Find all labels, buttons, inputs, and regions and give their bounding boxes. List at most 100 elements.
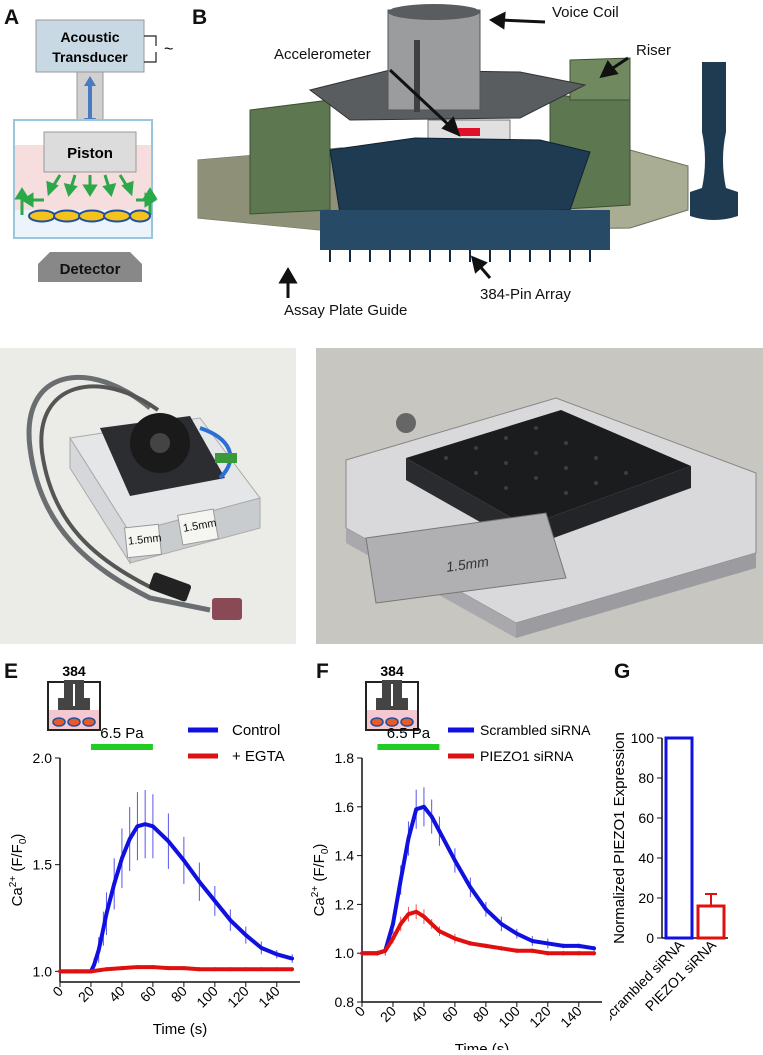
- series-0: [58, 790, 295, 974]
- data-point: [499, 946, 504, 951]
- y-axis-label: Normalized PIEZO1 Expression: [611, 732, 628, 944]
- data-point: [468, 941, 473, 946]
- data-point: [290, 967, 295, 971]
- cad-drawing: [197, 4, 738, 298]
- transducer-label-line1: Acoustic: [60, 29, 119, 45]
- data-point: [453, 936, 457, 941]
- data-point: [274, 952, 279, 957]
- single-pin-icon: [690, 62, 738, 220]
- data-point: [422, 914, 426, 919]
- pin-tips: [444, 426, 628, 495]
- y-tick-label: 1.4: [335, 848, 355, 864]
- panel-label-g: G: [614, 660, 631, 683]
- transducer-label-line2: Transducer: [52, 49, 128, 65]
- inset-cell: [400, 717, 414, 727]
- data-point: [166, 839, 171, 843]
- x-tick-label: 0: [351, 1003, 368, 1020]
- data-point: [290, 956, 295, 961]
- x-tick-label: 0: [49, 983, 66, 1000]
- y-axis-label: Ca2+ (F/F0): [8, 834, 29, 907]
- data-point: [197, 967, 202, 971]
- y-tick-label: 0.8: [335, 994, 355, 1010]
- data-point: [135, 965, 140, 969]
- data-point: [414, 909, 418, 914]
- data-point: [112, 882, 116, 886]
- well-inset-icon: 384: [365, 663, 419, 731]
- data-point: [244, 933, 248, 937]
- mount-hole: [396, 413, 416, 433]
- signal-wire-bottom: [144, 52, 157, 63]
- data-point: [104, 967, 109, 971]
- panel-label-f: F: [316, 660, 329, 683]
- detector-shape: [38, 252, 142, 282]
- data-point: [92, 963, 96, 967]
- x-tick-label: 20: [75, 983, 97, 1005]
- assay-plate-guide-label: Assay Plate Guide: [284, 302, 408, 319]
- y-tick-label: 1.5: [33, 857, 53, 873]
- bar: [664, 736, 694, 940]
- y-tick-label: 2.0: [33, 750, 53, 766]
- x-tick-label: 120: [526, 1003, 554, 1031]
- data-point: [437, 829, 442, 833]
- spacer-tag-1: [123, 523, 163, 559]
- x-tick-label: 40: [408, 1003, 430, 1025]
- photo-device-drawing: [26, 375, 261, 620]
- series-1: [360, 904, 597, 956]
- inset-label: 384: [380, 663, 404, 679]
- pin-array-pins: [320, 210, 610, 250]
- panel-label-b: B: [192, 6, 208, 29]
- legend-label: + EGTA: [232, 748, 285, 765]
- data-point: [484, 907, 488, 912]
- y-tick-label: 80: [638, 770, 654, 786]
- y-tick-label: 1.0: [335, 945, 355, 961]
- y-tick-label: 100: [631, 730, 655, 746]
- data-point: [561, 944, 566, 948]
- stimulus-bar: [90, 744, 153, 750]
- data-point: [391, 922, 395, 926]
- photo-pin-array-d: 1.5mm: [316, 348, 763, 644]
- inset-cell: [67, 717, 81, 727]
- flow-arrows-icon: [14, 174, 158, 215]
- y-tick-label: 60: [638, 810, 654, 826]
- data-point: [398, 922, 403, 926]
- data-point: [515, 948, 519, 953]
- cell-layer-icon: [28, 209, 151, 223]
- data-point: [127, 837, 132, 841]
- x-tick-label: 60: [439, 1003, 461, 1025]
- pin-array-label: 384-Pin Array: [480, 286, 571, 303]
- signal-symbol: ~: [164, 41, 173, 58]
- data-point: [101, 926, 106, 931]
- piston-block: [43, 131, 137, 173]
- data-point: [360, 951, 364, 955]
- x-tick-label: 60: [137, 983, 159, 1005]
- data-point: [96, 948, 101, 952]
- stimulus-label: 6.5 Pa: [387, 725, 431, 742]
- x-tick-label: 40: [106, 983, 128, 1005]
- piston-label: Piston: [67, 145, 113, 162]
- y-tick-label: 20: [638, 890, 654, 906]
- data-point: [398, 878, 403, 882]
- data-point: [437, 929, 442, 934]
- y-tick-label: 0: [646, 930, 654, 946]
- data-point: [383, 948, 388, 953]
- connector-red: [212, 598, 242, 620]
- data-point: [228, 918, 233, 922]
- data-point: [453, 858, 457, 863]
- photo-device-c: 1.5mm 1.5mm: [0, 348, 296, 644]
- x-tick-label: 140: [255, 983, 283, 1011]
- data-point: [213, 967, 217, 971]
- data-point: [592, 946, 597, 951]
- pin-grid-lines: [329, 250, 591, 262]
- data-point: [151, 824, 155, 829]
- panel-label-e: E: [4, 660, 19, 683]
- series-line: [60, 965, 293, 974]
- series-line: [362, 909, 595, 956]
- x-tick-label: 120: [224, 983, 252, 1011]
- y-tick-label: 40: [638, 850, 654, 866]
- data-point: [576, 944, 581, 948]
- data-point: [429, 814, 434, 819]
- data-point: [546, 941, 550, 946]
- inset-cell: [82, 717, 96, 727]
